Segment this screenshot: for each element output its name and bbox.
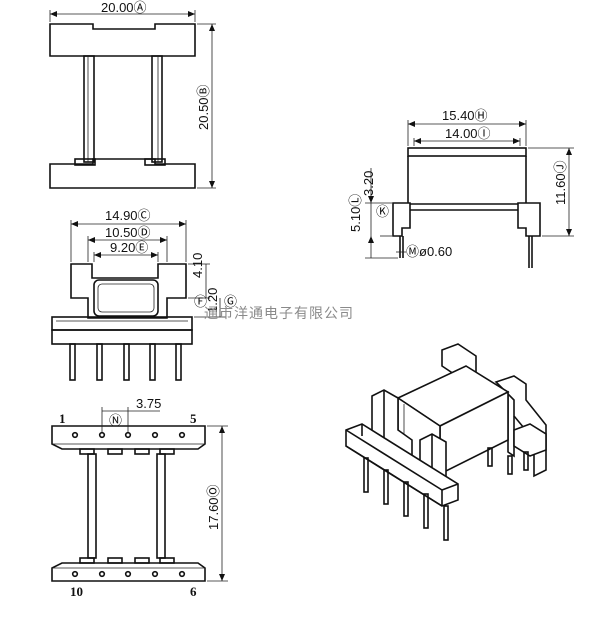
bottom-view-left-post — [87, 453, 97, 559]
side-view-height-label: 11.60Ⓙ — [553, 160, 568, 205]
bottom-view-lower-holes — [71, 570, 186, 578]
top-view-right-post — [151, 55, 163, 163]
front-view-marker-g: Ⓖ — [224, 294, 237, 309]
front-view-pins — [69, 343, 182, 381]
side-view-right-flange — [517, 202, 541, 237]
front-view-marker-f: Ⓕ — [194, 294, 207, 309]
front-view-upper-body — [70, 263, 187, 319]
side-view-inner-width-label: 14.00Ⓘ — [445, 126, 491, 141]
pin-number-1: 1 — [59, 411, 66, 426]
side-view-marker-k: Ⓚ — [376, 204, 389, 219]
side-view-pin-length-label: 5.10Ⓛ — [348, 194, 363, 232]
top-view-left-post — [83, 55, 95, 163]
bottom-view-marker-n: Ⓝ — [109, 413, 122, 428]
front-view-base — [51, 316, 193, 331]
pin-number-6: 6 — [190, 584, 197, 599]
side-view-flange-label: 3.20 — [361, 171, 376, 196]
pin-number-10: 10 — [70, 584, 83, 599]
company-watermark: 通市洋通电子有限公司 — [204, 305, 354, 322]
pin-number-5: 5 — [190, 411, 197, 426]
side-view-outer-width-label: 15.40Ⓗ — [442, 108, 488, 123]
isometric-pins — [363, 447, 529, 541]
bottom-view-right-post — [156, 453, 166, 559]
top-view-width-label: 20.00Ⓐ — [101, 0, 147, 15]
top-view: 20.00Ⓐ 20.50Ⓑ — [49, 0, 216, 189]
front-view-slot-label: 1.20 — [205, 288, 220, 313]
bottom-view-upper-holes — [71, 431, 186, 439]
side-view: 15.40Ⓗ 14.00Ⓘ 11.60Ⓙ 3.20 5.10Ⓛ Ⓚ Ⓜø0.60 — [348, 108, 574, 268]
top-view-lower-flange — [49, 158, 196, 189]
front-view-height-label: 4.10 — [190, 253, 205, 278]
front-view: 14.90Ⓒ 10.50Ⓓ 9.20Ⓔ 4.10 1.20 Ⓕ Ⓖ — [51, 208, 237, 381]
bottom-view-pitch-label: 3.75 — [136, 396, 161, 411]
front-view-inner-width-label: 9.20Ⓔ — [110, 240, 148, 255]
isometric-view — [345, 343, 547, 541]
front-view-mid-width-label: 10.50Ⓓ — [105, 225, 151, 240]
side-view-pin-dia-label: Ⓜø0.60 — [406, 244, 452, 259]
bottom-view-height-label: 17.60Ⓞ — [206, 484, 221, 530]
side-view-top-rail — [407, 147, 527, 157]
front-view-outer-width-label: 14.90Ⓒ — [105, 208, 151, 223]
top-view-height-label: 20.50Ⓑ — [196, 84, 211, 130]
front-view-window — [93, 279, 159, 317]
bottom-view: 3.75 Ⓝ 17.60Ⓞ 1 5 10 6 — [51, 396, 228, 599]
side-view-left-flange — [392, 202, 411, 237]
top-view-upper-flange — [49, 23, 196, 57]
